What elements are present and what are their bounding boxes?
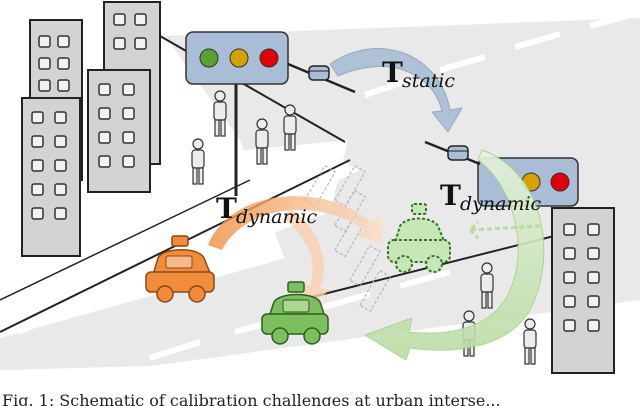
svg-text:dynamic: dynamic <box>236 206 318 228</box>
traffic-light-icon <box>185 31 356 196</box>
camera-icon <box>447 145 469 161</box>
dynamic-arrow-icon <box>363 149 545 361</box>
car-icon <box>261 281 329 345</box>
car-icon <box>387 203 451 273</box>
svg-text:dynamic: dynamic <box>460 193 542 215</box>
building-icon <box>551 207 615 374</box>
camera-icon <box>308 65 330 81</box>
svg-text:static: static <box>402 70 455 92</box>
car-icon <box>145 235 215 303</box>
t-dynamic-label: T dynamic <box>216 192 318 228</box>
building-icon <box>21 97 81 257</box>
building-icon <box>87 69 151 193</box>
static-arrow-icon <box>329 48 463 133</box>
figure-caption: Fig. 1: Schematic of calibration challen… <box>2 391 501 406</box>
dynamic-arrow-icon <box>208 196 384 306</box>
svg-text:T: T <box>440 179 461 212</box>
dynamic-arrow-icon <box>466 220 541 240</box>
svg-text:T: T <box>216 192 237 225</box>
svg-text:T: T <box>382 56 403 89</box>
t-dynamic-label: T dynamic <box>440 179 542 215</box>
t-static-label: T static <box>382 56 455 92</box>
